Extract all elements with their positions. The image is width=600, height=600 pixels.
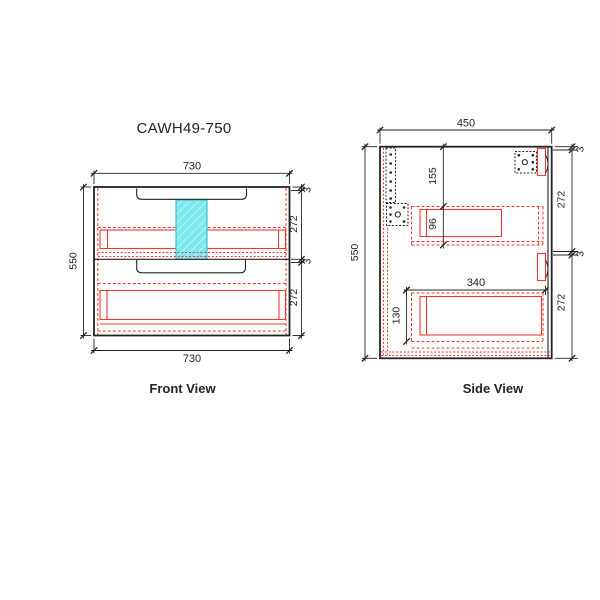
front-drawer1-handle-recess [136,188,248,200]
side-dim-gap-top-label: 3 [575,146,587,152]
front-dim-drawer1-label: 272 [288,215,300,233]
front-dim-gap-mid-label: 3 [302,258,314,264]
side-view-drawing: 450 550 155 96 [349,118,587,397]
side-drawer2-front-strip [536,252,549,282]
side-dim-bottom-box-width-label: 340 [467,277,485,289]
side-dim-top-box-height: 96 [427,206,447,249]
front-dim-right-chain: 3 272 3 272 [288,183,314,340]
side-dim-gap-mid-label: 3 [575,251,587,257]
front-dim-height-label: 550 [68,252,80,270]
side-cabinet-outline [379,145,553,360]
wall-bracket-plate-left [386,203,409,226]
front-dim-width-top: 730 [90,161,294,184]
plumbing-cutout-highlight [175,199,208,260]
side-drawer1-front-strip [536,147,549,177]
front-bottom-drawer-box [97,283,287,332]
front-cabinet-outline [93,186,291,337]
front-top-drawer-bottom-rails [97,252,286,257]
side-dim-bottom-box-width: 340 [402,277,550,295]
front-dim-width-bottom: 730 [90,338,294,365]
side-dim-drawer2-label: 272 [556,294,568,312]
front-dim-drawer2-label: 272 [288,289,300,307]
side-view-caption: Side View [463,381,524,396]
side-bottom-drawer-box [411,292,544,349]
front-view-drawing: 730 730 550 [68,161,314,397]
front-dim-width-top-label: 730 [183,161,201,173]
front-dim-gap-top-label: 3 [302,187,314,193]
side-dim-bottom-box-height: 130 [390,286,411,346]
side-dim-drawer1-label: 272 [556,191,568,209]
product-code-title: CAWH49-750 [137,120,232,137]
wall-bracket-plate-right [514,151,537,174]
side-dim-height-label: 550 [349,244,361,262]
side-dim-top-clearance-label: 155 [427,167,439,185]
side-dim-top-box-height-label: 96 [427,218,439,230]
side-dim-right-chain: 3 272 3 272 [553,143,587,362]
wall-bracket-rail [385,147,396,203]
side-top-drawer-box [411,206,544,246]
side-dim-height: 550 [349,143,377,362]
front-drawer2-handle-recess [136,260,247,274]
front-dim-width-bottom-label: 730 [183,353,201,365]
side-dim-top-clearance: 155 [427,143,447,211]
side-dim-depth: 450 [376,118,556,144]
front-dim-height: 550 [68,183,91,340]
side-dim-bottom-box-height-label: 130 [390,307,402,325]
front-view-caption: Front View [149,381,216,396]
side-dim-depth-label: 450 [457,118,475,130]
